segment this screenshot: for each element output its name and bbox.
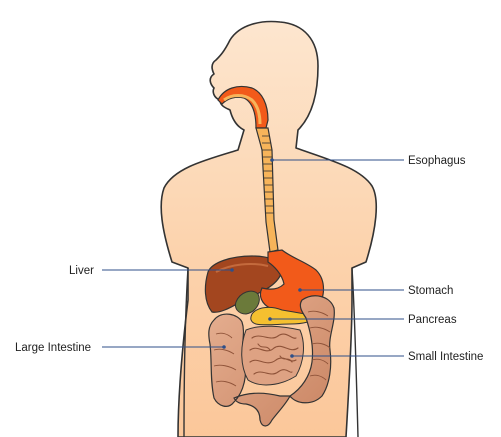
leader-lines bbox=[102, 158, 404, 358]
label-liver: Liver bbox=[69, 265, 94, 277]
large-intestine bbox=[208, 295, 335, 427]
label-large-intestine: Large Intestine bbox=[15, 342, 91, 354]
left-arm-seam bbox=[183, 267, 189, 437]
small-intestine bbox=[241, 325, 304, 386]
large-intestine-folds bbox=[213, 310, 331, 387]
leader-small-intestine-dot bbox=[290, 354, 294, 358]
right-arm-seam bbox=[351, 267, 359, 437]
gallbladder bbox=[235, 290, 260, 315]
leader-large-intestine-dot bbox=[222, 345, 226, 349]
label-small-intestine: Small Intestine bbox=[408, 351, 483, 363]
label-stomach: Stomach bbox=[408, 285, 453, 297]
esophagus-rings bbox=[262, 135, 274, 214]
pharynx-inner bbox=[223, 94, 262, 125]
leader-liver-dot bbox=[230, 268, 234, 272]
label-esophagus: Esophagus bbox=[408, 155, 466, 167]
leader-stomach-dot bbox=[298, 288, 302, 292]
label-pancreas: Pancreas bbox=[408, 314, 457, 326]
small-intestine-coils bbox=[249, 333, 299, 375]
leader-esophagus-dot bbox=[270, 158, 274, 162]
leader-pancreas-dot bbox=[268, 317, 272, 321]
